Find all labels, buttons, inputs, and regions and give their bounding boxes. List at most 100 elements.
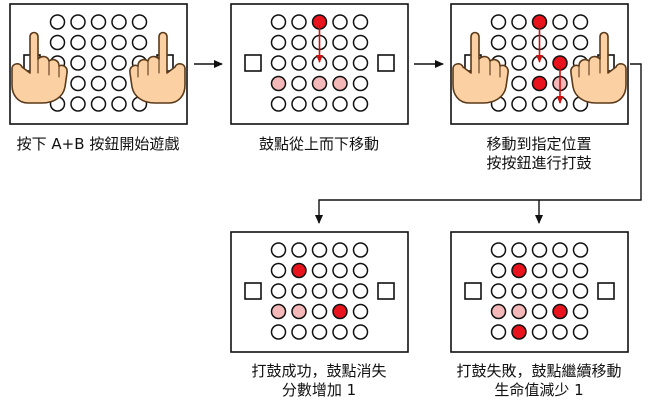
arrow-timing-to-success [315, 63, 642, 224]
caption-line: 分數增加 1 [281, 381, 357, 399]
led-off [111, 55, 127, 71]
caption-hit-success: 打鼓成功，鼓點消失分數增加 1 [209, 362, 429, 400]
led-off [270, 262, 287, 279]
led-off [70, 14, 86, 30]
led-off [352, 55, 369, 71]
caption-line: 按下 A+B 按鈕開始遊戲 [16, 135, 180, 153]
led-off [332, 324, 348, 340]
led-off [531, 242, 548, 258]
led-off [111, 96, 127, 112]
led-off [131, 14, 148, 30]
button-b [377, 282, 395, 300]
led-off [552, 242, 568, 258]
led-off [291, 55, 307, 71]
caption-line: 按按鈕進行打鼓 [486, 154, 592, 172]
caption-line: 移動到指定位置 [486, 135, 592, 153]
led-off [572, 324, 589, 340]
led-off [552, 34, 568, 51]
led-off [111, 34, 127, 51]
led-off [531, 283, 548, 299]
led-off [311, 303, 328, 320]
caption-line: 打鼓失敗，鼓點繼續移動 [456, 362, 622, 380]
led-off [490, 34, 507, 51]
caption-line: 生命值減少 1 [494, 381, 584, 399]
led-off [332, 34, 348, 51]
led-off [311, 242, 328, 258]
led-off [511, 14, 527, 30]
led-off [291, 34, 307, 51]
led-off [111, 75, 127, 92]
led-off [70, 55, 86, 71]
led-off [131, 34, 148, 51]
led-off [311, 324, 328, 340]
panels-layer [9, 3, 629, 353]
led-off [291, 75, 307, 92]
drum-beat-led [531, 75, 548, 92]
led-off [511, 242, 527, 258]
led-off [531, 303, 548, 320]
target-zone-led [332, 75, 348, 92]
led-off [352, 14, 369, 30]
caption-start: 按下 A+B 按鈕開始遊戲 [0, 135, 208, 154]
led-off [291, 283, 307, 299]
led-off [352, 34, 369, 51]
led-off [552, 14, 568, 30]
led-off [90, 14, 107, 30]
connectors-layer [194, 60, 642, 224]
led-off [531, 96, 548, 112]
target-zone-led [291, 303, 307, 320]
led-off [490, 14, 507, 30]
finger-press-hand-icon [452, 31, 509, 104]
led-off [291, 242, 307, 258]
led-off [511, 75, 527, 92]
step-panel-hit-success [230, 231, 409, 353]
led-off [352, 303, 369, 320]
drum-beat-led [332, 303, 348, 320]
led-off [332, 14, 348, 30]
led-off [572, 303, 589, 320]
led-off [291, 14, 307, 30]
target-zone-led [270, 75, 287, 92]
led-off [490, 262, 507, 279]
drum-beat-led [291, 262, 307, 279]
led-off [572, 262, 589, 279]
button-a [464, 282, 482, 300]
button-a [244, 54, 262, 72]
led-off [572, 14, 589, 30]
led-off [270, 242, 287, 258]
step-panel-start [9, 3, 188, 125]
led-off [270, 283, 287, 299]
led-off [49, 14, 66, 30]
led-off [291, 324, 307, 340]
drum-beat-led [511, 262, 527, 279]
target-zone-led [511, 303, 527, 320]
led-off [352, 96, 369, 112]
step-panel-hit-timing [450, 3, 629, 125]
led-off [291, 96, 307, 112]
led-off [352, 262, 369, 279]
led-off [531, 262, 548, 279]
caption-falling: 鼓點從上而下移動 [209, 135, 429, 154]
button-b [377, 54, 395, 72]
target-zone-led [311, 75, 328, 92]
led-off [270, 55, 287, 71]
caption-line: 鼓點從上而下移動 [258, 135, 379, 153]
led-off [270, 324, 287, 340]
button-b [597, 282, 615, 300]
finger-press-hand-icon [570, 31, 627, 104]
led-off [90, 75, 107, 92]
caption-hit-fail: 打鼓失敗，鼓點繼續移動生命值減少 1 [429, 362, 645, 400]
led-off [311, 262, 328, 279]
led-off [490, 324, 507, 340]
led-off [572, 34, 589, 51]
led-off [572, 242, 589, 258]
led-off [332, 283, 348, 299]
led-off [352, 242, 369, 258]
led-off [352, 283, 369, 299]
led-off [511, 55, 527, 71]
finger-press-hand-icon [11, 31, 68, 104]
led-off [352, 75, 369, 92]
led-off [311, 283, 328, 299]
led-off [490, 242, 507, 258]
